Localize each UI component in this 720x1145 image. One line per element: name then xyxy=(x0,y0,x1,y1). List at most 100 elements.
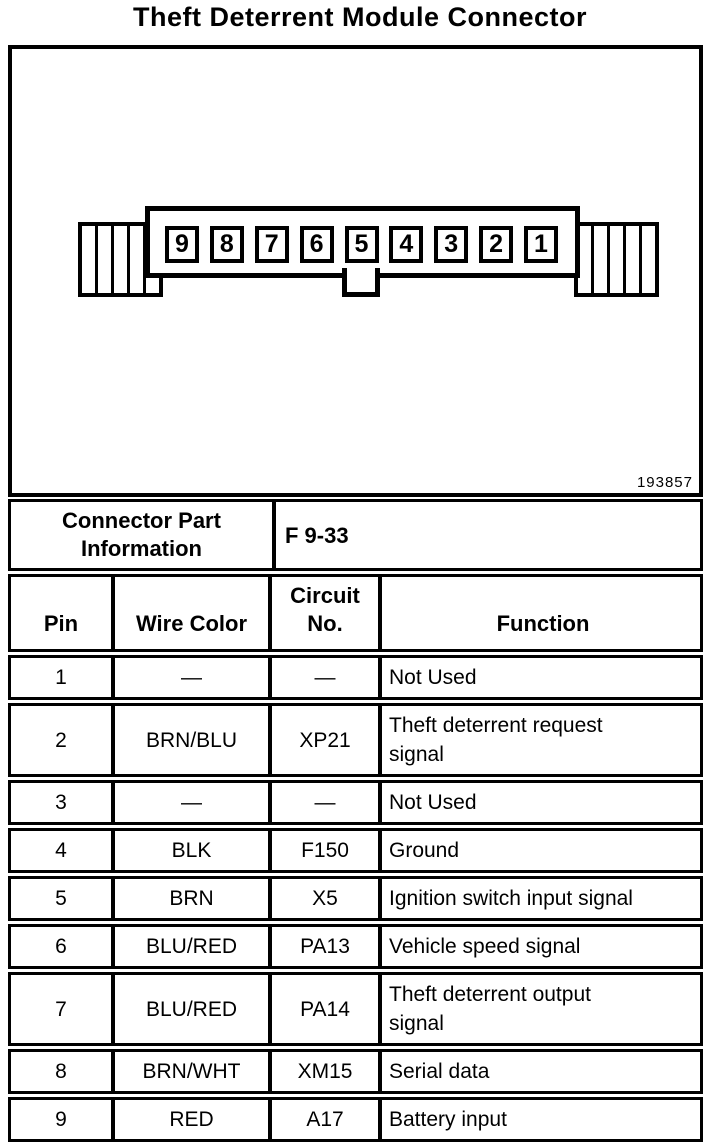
cell-function-text: Not Used xyxy=(389,666,477,689)
cell-circuit-no: PA14 xyxy=(272,975,382,1043)
cell-pin-text: 8 xyxy=(55,1060,67,1083)
header-wire-color-text: Wire Color xyxy=(135,611,248,636)
cell-pin: 6 xyxy=(11,927,115,966)
cell-function-text: Not Used xyxy=(389,791,477,814)
cell-function: Ground xyxy=(382,831,700,870)
cell-wire-color: BLK xyxy=(115,831,272,870)
header-wire-color: Wire Color xyxy=(115,577,272,649)
cell-function: Ignition switch input signal xyxy=(382,879,700,918)
table-row: 6 BLU/RED PA13 Vehicle speed signal xyxy=(8,924,703,969)
cell-wire-color: — xyxy=(115,783,272,822)
table-row: 2 BRN/BLU XP21 Theft deterrent request s… xyxy=(8,703,703,777)
cell-pin: 3 xyxy=(11,783,115,822)
connector-info-value-text: F 9-33 xyxy=(285,522,349,548)
table-body: 1 — — Not Used 2 BRN/BLU XP21 Theft dete… xyxy=(8,655,703,1142)
cell-circuit-no: X5 xyxy=(272,879,382,918)
connector-info-row: Connector Part Information F 9-33 xyxy=(8,499,703,571)
connector-info-label-text: Connector Part Information xyxy=(62,508,221,561)
connector-right-wing xyxy=(574,222,659,297)
cell-wire-color: BRN/WHT xyxy=(115,1052,272,1091)
cell-wire-color: BRN/BLU xyxy=(115,706,272,774)
cell-circuit-no-text: — xyxy=(314,791,336,814)
header-function-text: Function xyxy=(496,611,590,636)
cell-pin-text: 7 xyxy=(55,997,67,1021)
cell-function-text: Theft deterrent output signal xyxy=(389,983,591,1035)
cell-wire-color: BLU/RED xyxy=(115,927,272,966)
header-pin-text: Pin xyxy=(43,611,79,636)
cell-pin: 1 xyxy=(11,658,115,697)
cell-wire-color: BLU/RED xyxy=(115,975,272,1043)
table-row: 8 BRN/WHT XM15 Serial data xyxy=(8,1049,703,1094)
cell-pin-text: 9 xyxy=(55,1108,67,1131)
cell-wire-color-text: BRN/BLU xyxy=(145,728,238,752)
cell-circuit-no-text: PA13 xyxy=(300,935,350,958)
table-row: 4 BLK F150 Ground xyxy=(8,828,703,873)
cell-function: Theft deterrent request signal xyxy=(382,706,700,774)
figure-number: 193857 xyxy=(636,474,693,491)
table-row: 7 BLU/RED PA14 Theft deterrent output si… xyxy=(8,972,703,1046)
cell-function-text: Vehicle speed signal xyxy=(389,935,581,958)
cell-wire-color-text: BRN/WHT xyxy=(142,1060,241,1083)
cell-wire-color-text: — xyxy=(181,791,202,814)
cell-pin-text: 3 xyxy=(55,791,67,814)
cell-function: Vehicle speed signal xyxy=(382,927,700,966)
connector-bottom-tab xyxy=(342,268,380,297)
cell-function: Battery input xyxy=(382,1100,700,1139)
page-title: Theft Deterrent Module Connector xyxy=(132,2,587,32)
header-circuit-no-text: Circuit No. xyxy=(290,583,360,636)
cell-function: Not Used xyxy=(382,783,700,822)
cell-circuit-no: F150 xyxy=(272,831,382,870)
pin-box-1: 1 xyxy=(524,225,558,263)
cell-function: Not Used xyxy=(382,658,700,697)
cell-function: Serial data xyxy=(382,1052,700,1091)
cell-circuit-no: A17 xyxy=(272,1100,382,1139)
cell-wire-color-text: BRN xyxy=(169,887,214,910)
cell-wire-color-text: BLU/RED xyxy=(145,935,238,958)
cell-wire-color-text: BLU/RED xyxy=(145,997,238,1021)
cell-circuit-no: — xyxy=(272,783,382,822)
pin-box-9: 9 xyxy=(165,225,199,263)
pin-box-3: 3 xyxy=(434,225,469,263)
cell-wire-color: — xyxy=(115,658,272,697)
cell-circuit-no-text: — xyxy=(314,666,336,689)
connector-info-value: F 9-33 xyxy=(276,502,700,568)
cell-circuit-no: XP21 xyxy=(272,706,382,774)
cell-function-text: Ground xyxy=(389,839,460,862)
header-function: Function xyxy=(382,577,700,649)
cell-pin: 2 xyxy=(11,706,115,774)
pin-box-6: 6 xyxy=(299,225,334,263)
cell-function-text: Serial data xyxy=(389,1060,490,1083)
cell-pin-text: 2 xyxy=(55,728,67,752)
cell-wire-color-text: BLK xyxy=(171,839,212,862)
cell-circuit-no-text: PA14 xyxy=(300,997,350,1021)
cell-pin: 4 xyxy=(11,831,115,870)
cell-circuit-no-text: XM15 xyxy=(297,1060,353,1083)
cell-pin-text: 6 xyxy=(55,935,67,958)
cell-circuit-no-text: A17 xyxy=(306,1108,344,1131)
table-row: 1 — — Not Used xyxy=(8,655,703,700)
cell-wire-color-text: RED xyxy=(169,1108,214,1131)
connector-info-label: Connector Part Information xyxy=(11,502,276,568)
cell-wire-color-text: — xyxy=(181,666,202,689)
table-row: 5 BRN X5 Ignition switch input signal xyxy=(8,876,703,921)
pin-box-4: 4 xyxy=(389,225,424,263)
table-row: 3 — — Not Used xyxy=(8,780,703,825)
pin-box-5: 5 xyxy=(344,225,379,263)
pin-box-2: 2 xyxy=(479,225,514,263)
pinout-table: Connector Part Information F 9-33 Pin Wi… xyxy=(8,499,703,1145)
header-pin: Pin xyxy=(11,577,115,649)
cell-pin-text: 1 xyxy=(55,666,67,689)
pin-box-7: 7 xyxy=(254,225,289,263)
cell-circuit-no: XM15 xyxy=(272,1052,382,1091)
pin-box-8: 8 xyxy=(209,225,244,263)
cell-pin: 8 xyxy=(11,1052,115,1091)
cell-pin: 7 xyxy=(11,975,115,1043)
cell-pin-text: 5 xyxy=(55,887,67,910)
cell-circuit-no: PA13 xyxy=(272,927,382,966)
cell-function-text: Ignition switch input signal xyxy=(389,887,633,910)
cell-pin-text: 4 xyxy=(55,839,67,862)
cell-function-text: Battery input xyxy=(389,1108,507,1131)
table-header-row: Pin Wire Color Circuit No. Function xyxy=(8,574,703,652)
